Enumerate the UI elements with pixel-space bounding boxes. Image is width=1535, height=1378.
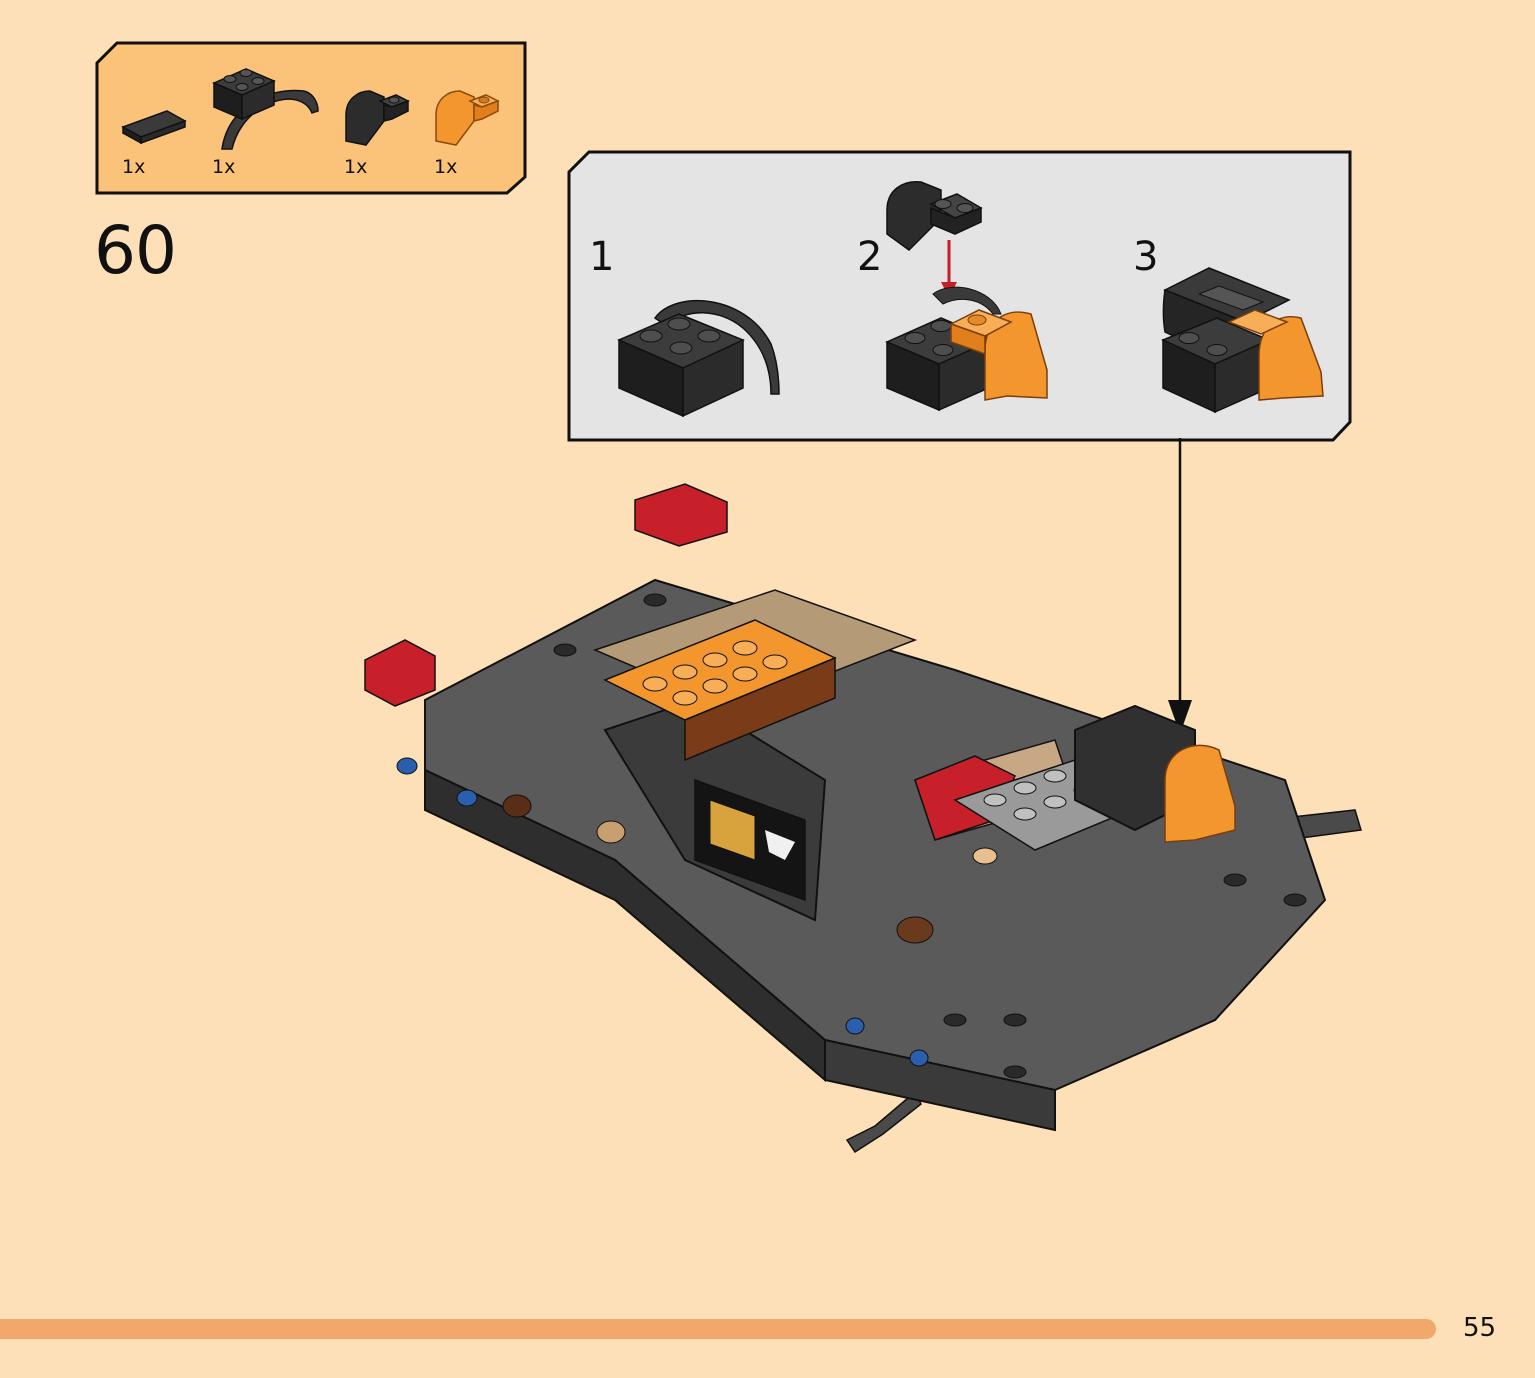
callout-pointer-arrow xyxy=(1168,438,1192,734)
part-quantity: 1x xyxy=(212,156,236,178)
part-quantity: 1x xyxy=(434,156,458,178)
substep-number: 2 xyxy=(857,234,883,280)
parts-list-box: 1x 1x 1x 1x xyxy=(95,41,527,195)
tile-part-icon xyxy=(121,110,187,145)
parts-box-frame xyxy=(95,41,527,195)
mudguard-part-icon xyxy=(212,68,319,150)
page-number: 55 xyxy=(1463,1313,1497,1343)
substep-2-illustration xyxy=(885,181,1048,412)
orange-slope-installed xyxy=(1164,744,1236,843)
substep-3-illustration xyxy=(1161,267,1324,414)
substep-number: 1 xyxy=(589,234,615,280)
red-connector xyxy=(634,483,728,547)
part-quantity: 1x xyxy=(344,156,368,178)
step-number: 60 xyxy=(94,212,177,289)
blue-pin xyxy=(845,1017,865,1035)
black-slope-part-icon xyxy=(345,90,410,146)
blue-pin xyxy=(396,757,418,775)
rear-axle xyxy=(845,1090,922,1154)
part-quantity: 1x xyxy=(122,156,146,178)
blue-pin xyxy=(909,1049,929,1067)
blue-pin xyxy=(456,789,478,807)
footer-progress-bar xyxy=(0,1319,1436,1339)
vehicle-chassis-model xyxy=(364,483,1362,1154)
substep-number: 3 xyxy=(1133,234,1159,280)
red-connector xyxy=(364,639,436,707)
orange-slope-part-icon xyxy=(435,90,500,146)
substep-1-illustration xyxy=(617,299,780,418)
substep-callout-box: 1 2 3 xyxy=(567,150,1352,442)
